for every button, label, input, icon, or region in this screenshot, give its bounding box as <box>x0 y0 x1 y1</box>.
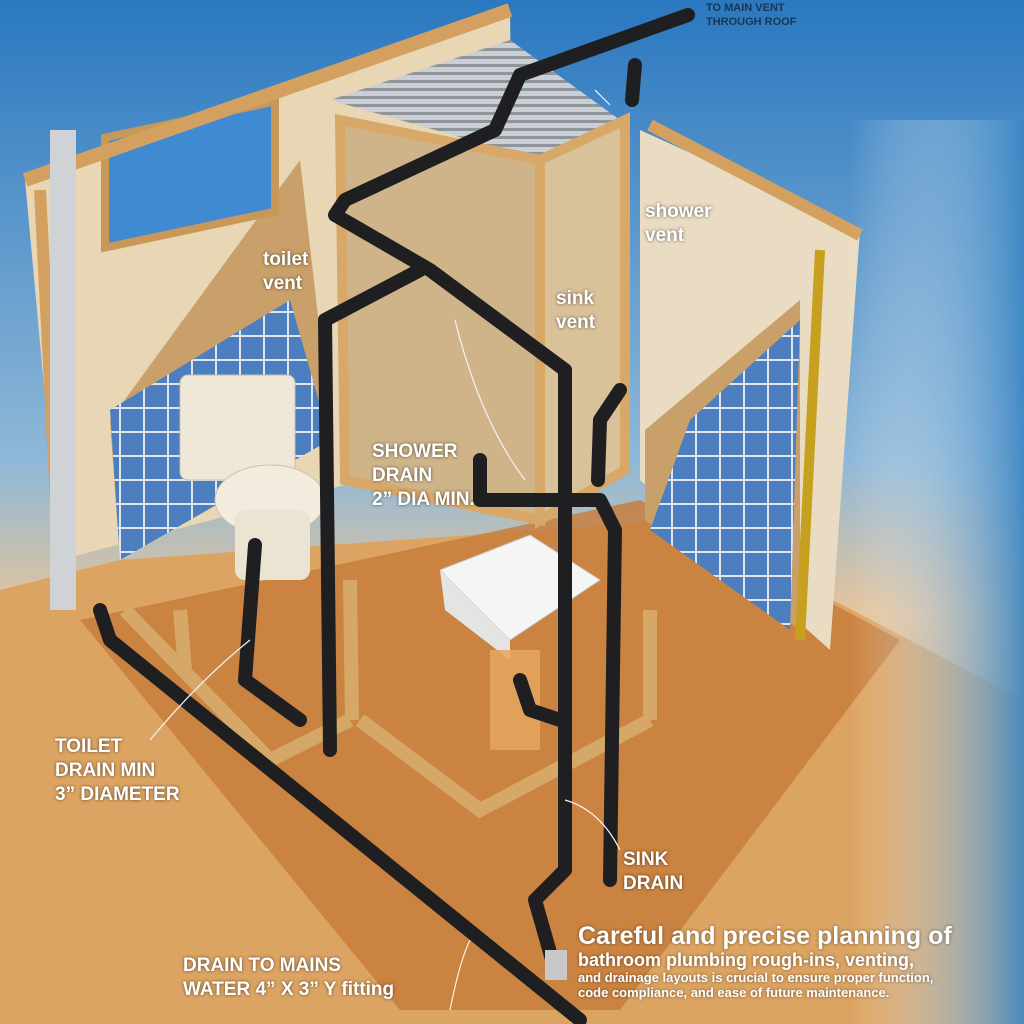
label-shower-drain-line2: DRAIN <box>372 464 433 486</box>
toilet <box>179 374 326 580</box>
label-shower-drain: SHOWER DRAIN 2” DIA MIN. <box>372 440 475 511</box>
label-toilet-drain: TOILET DRAIN MIN 3” DIAMETER <box>55 735 180 806</box>
right-stud <box>795 249 825 641</box>
caption-line4: code compliance, and ease of future main… <box>578 985 890 1000</box>
label-toilet-vent: toilet vent <box>263 248 308 296</box>
y-fitting <box>545 950 567 980</box>
label-main-vent: TO MAIN VENT THROUGH ROOF <box>706 1 796 29</box>
label-main-drain-line1: DRAIN TO MAINS <box>183 955 341 976</box>
toilet-vent-pipe <box>318 263 427 757</box>
shower-vent-pipe <box>591 383 627 487</box>
label-toilet-vent-line2: vent <box>263 272 303 294</box>
label-main-drain: DRAIN TO MAINS WATER 4” X 3” Y fitting <box>183 954 394 1002</box>
caption-line3: and drainage layouts is crucial to ensur… <box>578 970 934 985</box>
leader-lines <box>149 89 621 1011</box>
main-drain-pipe <box>93 603 587 1024</box>
right-fade <box>850 120 1024 1024</box>
label-shower-vent-line2: vent <box>645 224 685 246</box>
caption: Careful and precise planning of bathroom… <box>578 922 952 1000</box>
label-toilet-drain-line1: TOILET <box>55 736 123 757</box>
label-main-vent-line2: THROUGH ROOF <box>706 16 797 28</box>
label-sink-vent: sink vent <box>556 287 595 335</box>
right-top-plate <box>647 119 863 241</box>
subfloor <box>80 500 900 1010</box>
drain-vent-pipes <box>93 8 695 1024</box>
right-wall-tiles <box>650 320 800 630</box>
existing-stack-pipe <box>50 130 76 610</box>
caption-line2: bathroom plumbing rough-ins, venting, <box>578 950 914 970</box>
label-sink-vent-line1: sink <box>556 288 595 309</box>
label-toilet-drain-line3: 3” DIAMETER <box>55 783 180 805</box>
shower-drain-pipe <box>473 453 622 887</box>
caption-line1: Careful and precise planning of <box>578 922 952 950</box>
label-shower-drain-line1: SHOWER <box>372 441 458 462</box>
top-plate <box>22 3 513 187</box>
label-shower-vent: shower vent <box>645 200 712 248</box>
toilet-drain-pipe <box>238 538 307 727</box>
label-sink-vent-line2: vent <box>556 311 596 333</box>
label-main-drain-line2: WATER 4” X 3” Y fitting <box>183 978 395 1000</box>
label-shower-vent-line1: shower <box>645 201 712 222</box>
label-sink-drain: SINK DRAIN <box>623 848 683 896</box>
vent-riser <box>625 58 642 107</box>
label-shower-drain-line3: 2” DIA MIN. <box>372 488 475 510</box>
label-toilet-vent-line1: toilet <box>263 249 309 270</box>
sink-trap <box>513 673 567 727</box>
label-sink-drain-line1: SINK <box>623 849 669 870</box>
label-main-vent-line1: TO MAIN VENT <box>706 2 785 14</box>
label-sink-drain-line2: DRAIN <box>623 872 684 894</box>
main-vent-pipe <box>328 8 695 977</box>
label-toilet-drain-line2: DRAIN MIN <box>55 759 156 781</box>
